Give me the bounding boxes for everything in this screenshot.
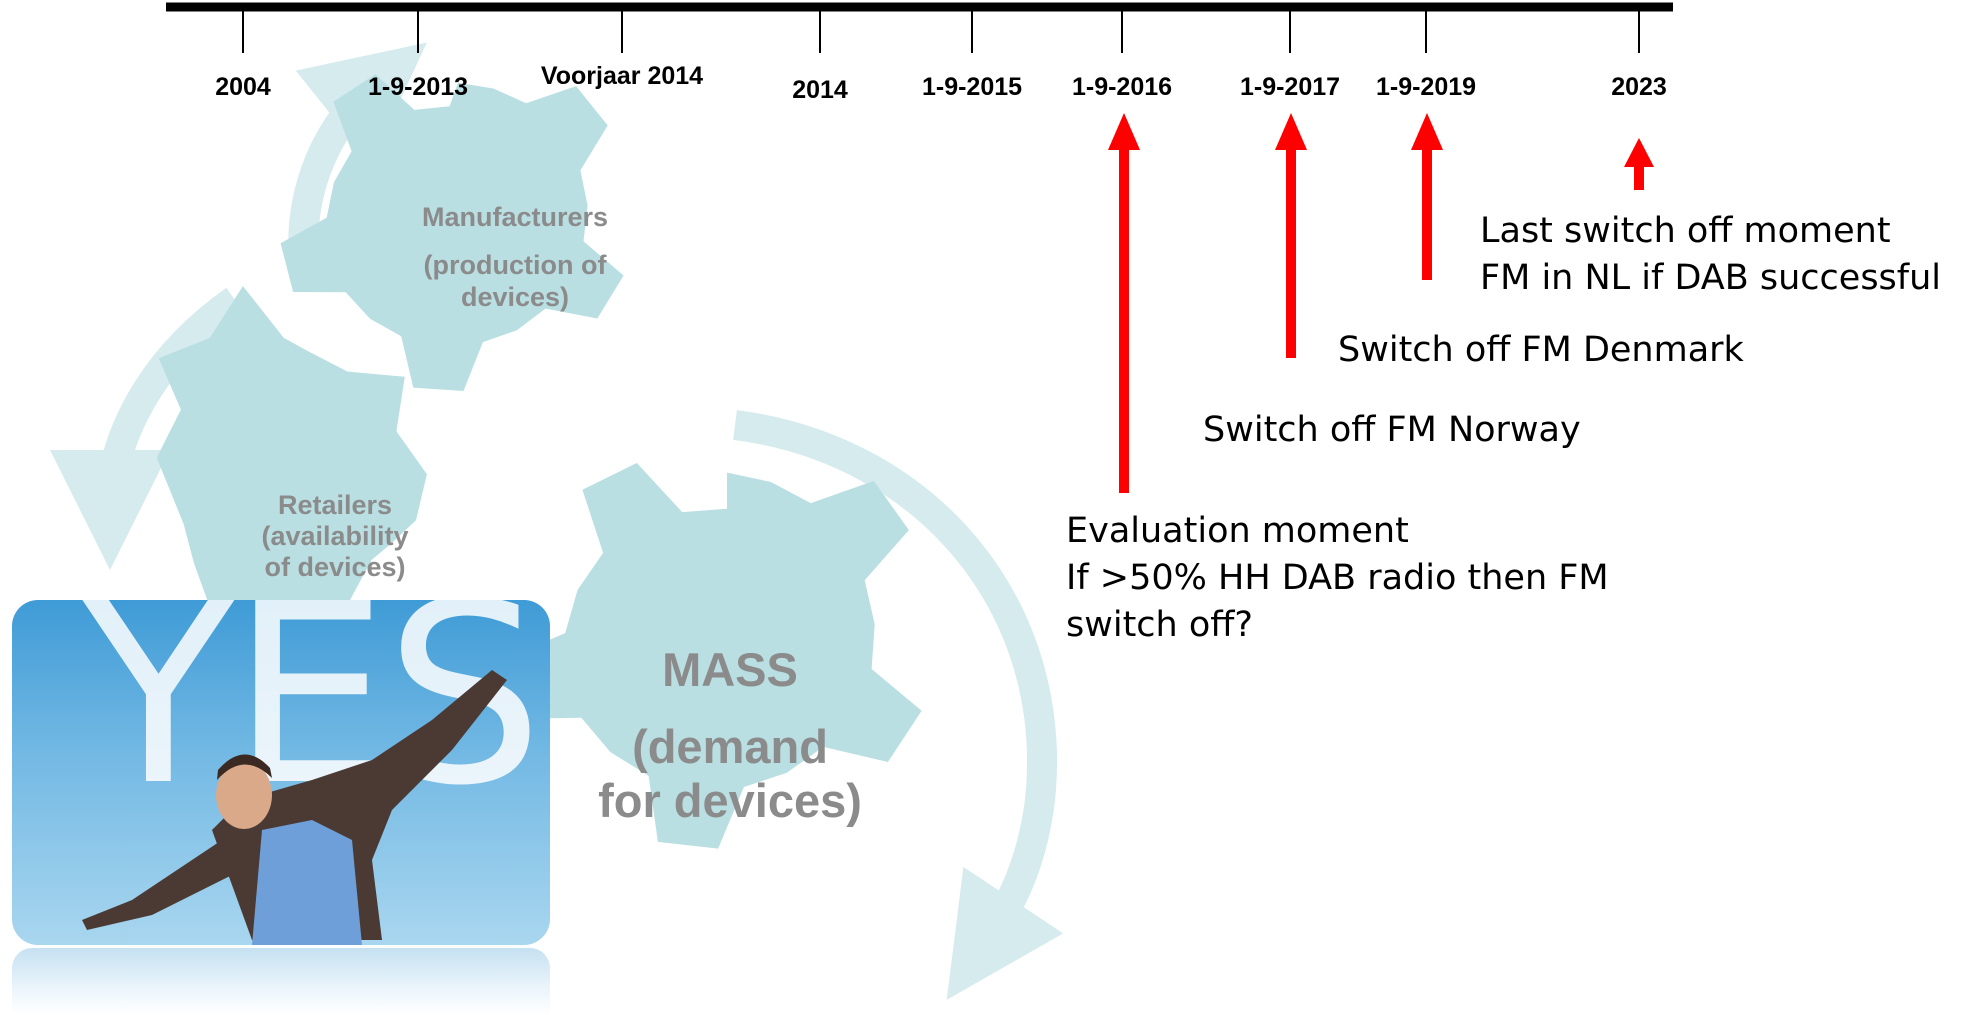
evaluation-line3: switch off? [1066, 605, 1253, 645]
mass-subtitle-line2: for devices) [598, 774, 862, 827]
retailers-line3: of devices) [264, 552, 406, 582]
timeline-year-label: 1-9-2016 [1071, 73, 1173, 101]
timeline-year-label: 1-9-2013 [367, 73, 469, 101]
manufacturers-subtitle-line1: (production of [423, 250, 607, 280]
denmark-note: Switch off FM Denmark [1338, 330, 1744, 370]
timeline-year-label: 2023 [1611, 73, 1667, 101]
timeline-year-label: 1-9-2017 [1239, 73, 1341, 101]
mass-subtitle-line1: (demand [632, 720, 828, 773]
manufacturers-title: Manufacturers [421, 202, 609, 232]
jumping-man-illustration [82, 670, 507, 945]
timeline-year-label: 2004 [215, 73, 271, 101]
timeline-year-label: Voorjaar 2014 [540, 62, 704, 90]
retailers-line2: (availability [261, 521, 409, 551]
photo-reflection [12, 948, 550, 1015]
timeline-year-label: 1-9-2015 [921, 73, 1023, 101]
norway-note: Switch off FM Norway [1203, 410, 1581, 450]
cycle-arrow-right [733, 410, 1064, 1000]
timeline-year-label: 2014 [792, 76, 848, 104]
timeline-ticks [242, 10, 1640, 53]
last-switch-off-line1: Last switch off moment [1480, 211, 1891, 251]
retailers-line1: Retailers [277, 490, 393, 520]
cycle-arrow-left [50, 287, 244, 570]
mass-title: MASS [662, 643, 798, 696]
mass-gear [503, 463, 922, 849]
timeline-year-label: 1-9-2019 [1375, 73, 1477, 101]
timeline [166, 2, 1673, 53]
celebration-photo: YES [12, 600, 550, 945]
manufacturers-subtitle-line2: devices) [460, 282, 570, 312]
retailers-gear [156, 286, 427, 620]
evaluation-line2: If >50% HH DAB radio then FM [1066, 558, 1609, 598]
manufacturers-gear [280, 74, 624, 392]
last-switch-off-line2: FM in NL if DAB successful [1480, 258, 1942, 298]
evaluation-line1: Evaluation moment [1066, 511, 1409, 551]
